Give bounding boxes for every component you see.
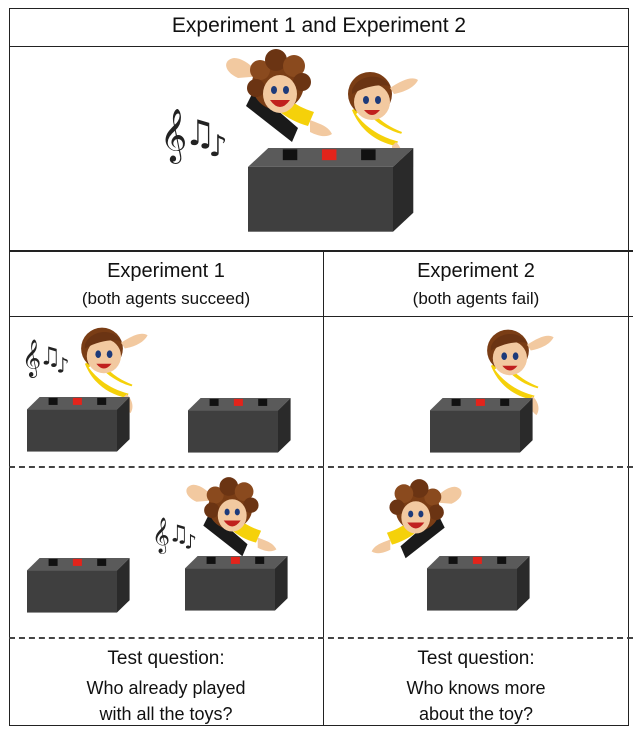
right-question-label: Test question: bbox=[417, 648, 535, 669]
right-question-line1: Who knows more bbox=[406, 678, 546, 698]
music-notes-icon bbox=[159, 106, 229, 165]
top-title: Experiment 1 and Experiment 2 bbox=[171, 14, 467, 37]
heading-divider bbox=[9, 316, 633, 317]
right-subheading: (both agents fail) bbox=[412, 289, 540, 308]
exp1-panel1 bbox=[21, 327, 291, 453]
toy-box-icon bbox=[430, 398, 533, 453]
curly-haired-puppet bbox=[186, 477, 277, 557]
left-question-line2: with all the toys? bbox=[99, 704, 233, 724]
title-divider bbox=[9, 46, 629, 47]
curly-haired-puppet bbox=[371, 479, 462, 559]
left-question-label: Test question: bbox=[107, 648, 225, 669]
toy-box-icon bbox=[27, 397, 130, 452]
toy-box-icon bbox=[185, 556, 288, 611]
toy-box-icon bbox=[427, 556, 530, 611]
left-heading: Experiment 1 bbox=[107, 260, 225, 282]
column-divider bbox=[323, 251, 324, 726]
scene-divider bbox=[9, 250, 633, 252]
figure-frame bbox=[9, 8, 629, 726]
dashed-divider-1 bbox=[9, 466, 633, 468]
music-notes-icon bbox=[151, 516, 198, 555]
toy-box-icon bbox=[248, 148, 414, 232]
left-question-line1: Who already played bbox=[86, 678, 246, 698]
top-scene bbox=[159, 49, 418, 232]
dashed-divider-2 bbox=[9, 637, 633, 639]
toy-box-icon bbox=[27, 558, 130, 613]
toy-box-icon bbox=[188, 398, 291, 453]
exp2-panel2 bbox=[371, 479, 530, 611]
music-notes-icon bbox=[21, 338, 71, 378]
exp2-panel1 bbox=[430, 329, 554, 453]
exp1-panel2 bbox=[27, 477, 288, 613]
left-subheading: (both agents succeed) bbox=[81, 289, 251, 308]
right-question-line2: about the toy? bbox=[418, 704, 534, 724]
right-heading: Experiment 2 bbox=[417, 260, 535, 282]
curly-haired-puppet bbox=[226, 49, 332, 142]
